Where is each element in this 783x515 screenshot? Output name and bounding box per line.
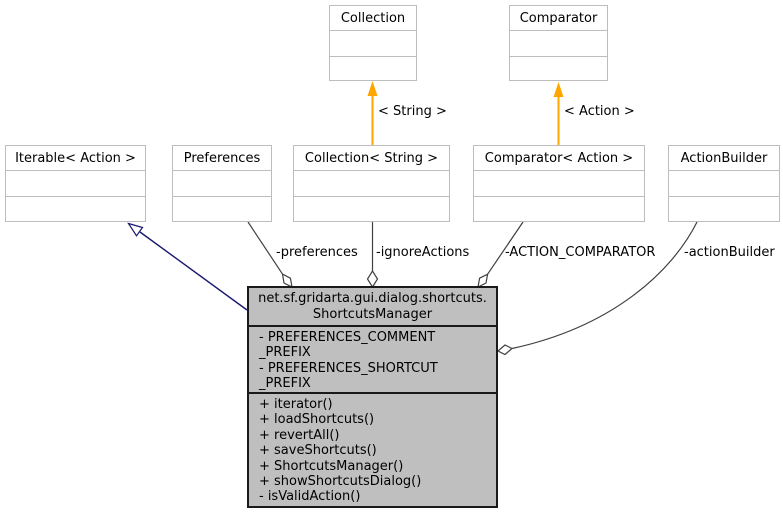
method-line: + showShortcutsDialog() xyxy=(259,474,422,490)
edge-label-ignore-actions: -ignoreActions xyxy=(376,245,470,260)
method-line: + revertAll() xyxy=(259,427,340,443)
template-label-action: < Action > xyxy=(564,104,635,119)
aggregation-diamond-preferences-icon xyxy=(281,273,293,289)
edge-label-preferences: -preferences xyxy=(276,245,358,260)
main-class-methods: + iterator() + loadShortcuts() + revertA… xyxy=(249,394,496,506)
aggregation-diamond-ignore-actions-icon xyxy=(366,269,379,289)
field-line: _PREFIX xyxy=(259,375,311,391)
class-node-title: ActionBuilder xyxy=(669,146,779,171)
empty-attributes-compartment xyxy=(669,171,779,197)
class-node-title: Collection< String > xyxy=(294,146,449,171)
empty-methods-compartment xyxy=(294,197,449,220)
class-node-comparator[interactable]: Comparator xyxy=(509,5,608,81)
method-line: + loadShortcuts() xyxy=(259,412,375,428)
method-line: + iterator() xyxy=(259,397,333,412)
empty-methods-compartment xyxy=(330,57,416,80)
template-edge-action xyxy=(553,82,564,145)
aggregation-diamond-action-builder-icon xyxy=(496,344,514,356)
class-node-title: Iterable< Action > xyxy=(6,146,145,171)
main-class-fields: - PREFERENCES_COMMENT _PREFIX - PREFEREN… xyxy=(249,327,496,394)
template-edge-string xyxy=(367,81,378,145)
class-node-title: Comparator< Action > xyxy=(474,146,644,171)
empty-attributes-compartment xyxy=(294,171,449,197)
empty-attributes-compartment xyxy=(173,171,271,197)
empty-methods-compartment xyxy=(474,197,644,220)
class-node-iterable-action[interactable]: Iterable< Action > xyxy=(5,145,146,222)
main-class-shortcuts-manager: net.sf.gridarta.gui.dialog.shortcuts. Sh… xyxy=(247,286,498,508)
class-node-collection[interactable]: Collection xyxy=(329,5,417,81)
field-line: - PREFERENCES_SHORTCUT xyxy=(259,360,438,376)
class-node-collection-string[interactable]: Collection< String > xyxy=(293,145,450,222)
edge-label-action-builder: -actionBuilder xyxy=(684,245,775,260)
class-node-title: Preferences xyxy=(173,146,271,171)
class-node-title: Comparator xyxy=(510,6,607,31)
aggregation-diamond-action-comparator-icon xyxy=(477,273,489,289)
template-arrowhead-string-icon xyxy=(367,81,378,96)
aggregation-edge-action-builder xyxy=(496,221,698,356)
empty-methods-compartment xyxy=(510,57,607,80)
empty-attributes-compartment xyxy=(330,31,416,57)
main-class-title-line2: ShortcutsManager xyxy=(312,306,433,322)
class-node-title: Collection xyxy=(330,6,416,31)
field-line: _PREFIX xyxy=(259,345,311,361)
template-arrowhead-action-icon xyxy=(553,82,564,97)
inheritance-arrowhead-icon xyxy=(127,222,144,237)
method-line: + saveShortcuts() xyxy=(259,443,377,459)
class-node-preferences[interactable]: Preferences xyxy=(172,145,272,222)
empty-methods-compartment xyxy=(669,197,779,220)
class-node-action-builder[interactable]: ActionBuilder xyxy=(668,145,780,222)
main-class-title: net.sf.gridarta.gui.dialog.shortcuts. Sh… xyxy=(249,288,496,327)
empty-attributes-compartment xyxy=(6,171,145,197)
empty-methods-compartment xyxy=(6,197,145,220)
method-line: + ShortcutsManager() xyxy=(259,458,404,474)
empty-attributes-compartment xyxy=(474,171,644,197)
method-line: - isValidAction() xyxy=(259,489,361,505)
main-class-title-line1: net.sf.gridarta.gui.dialog.shortcuts. xyxy=(258,291,487,306)
inheritance-edge-iterable xyxy=(127,222,248,311)
aggregation-edge-ignore-actions xyxy=(366,222,379,289)
empty-attributes-compartment xyxy=(510,31,607,57)
field-line: - PREFERENCES_COMMENT xyxy=(259,330,436,345)
edge-label-action-comparator: -ACTION_COMPARATOR xyxy=(505,245,656,260)
class-node-comparator-action[interactable]: Comparator< Action > xyxy=(473,145,645,222)
aggregation-edge-preferences xyxy=(247,221,293,289)
template-label-string: < String > xyxy=(378,104,447,119)
empty-methods-compartment xyxy=(173,197,271,220)
aggregation-edge-action-comparator xyxy=(477,221,524,289)
